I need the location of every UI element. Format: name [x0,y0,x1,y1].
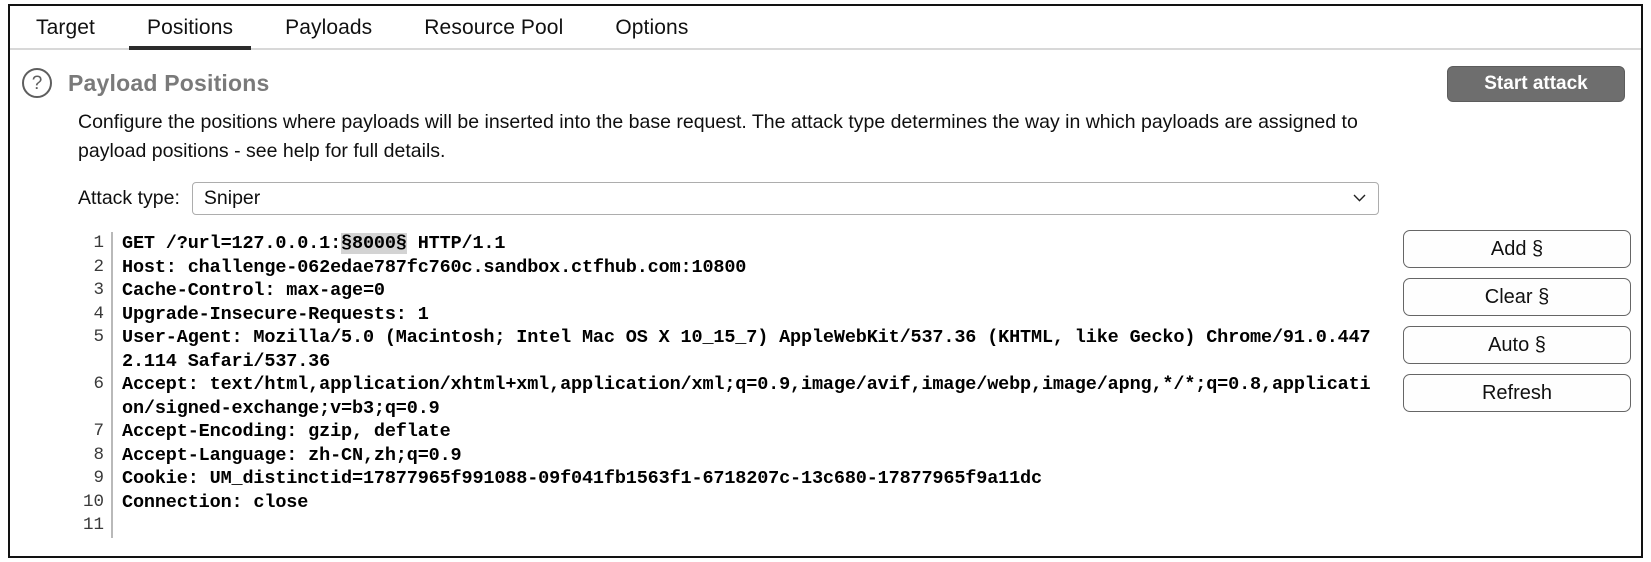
line-number: 3 [70,279,113,303]
refresh-button[interactable]: Refresh [1403,374,1631,412]
window-frame [8,4,1643,558]
attack-type-row: Attack type: Sniper [78,180,1379,216]
line-number: 1 [70,232,113,256]
request-lines-table: 1 GET /?url=127.0.0.1:§8000§ HTTP/1.1 2 Hos… [70,232,1379,538]
tab-label: Payloads [285,16,373,39]
line-number: 5 [70,326,113,373]
line-text[interactable]: Accept-Encoding: gzip, deflate [122,421,451,442]
section-header: ? Payload Positions Start attack [22,62,1631,104]
request-line: 2 Host: challenge-062edae787fc760c.sandbo… [70,255,1379,279]
line-number: 8 [70,443,113,467]
line-text[interactable]: Cookie: UM_distinctid=17877965f991088-09… [122,468,1042,489]
tab-payloads[interactable]: Payloads [259,16,398,50]
tab-label: Resource Pool [424,16,564,39]
line-number: 9 [70,467,113,491]
help-icon[interactable]: ? [22,68,52,98]
line-text[interactable]: Upgrade-Insecure-Requests: 1 [122,303,429,325]
attack-type-label: Attack type: [78,186,180,209]
request-line: 10 Connection: close [70,490,1379,514]
line-number: 7 [70,420,113,444]
payload-position-marker[interactable]: §8000§ [341,233,407,254]
line-text[interactable]: GET /?url=127.0.0.1:§8000§ HTTP/1.1 [122,233,506,254]
line-number: 4 [70,302,113,326]
line-text[interactable]: Accept-Language: zh-CN,zh;q=0.9 [122,444,462,466]
tab-target[interactable]: Target [10,16,121,50]
request-editor[interactable]: 1 GET /?url=127.0.0.1:§8000§ HTTP/1.1 2 Hos… [70,232,1379,550]
tab-label: Options [615,16,689,39]
request-line: 3 Cache-Control: max-age=0 [70,279,1379,303]
line-number: 11 [70,514,113,538]
tab-resource-pool[interactable]: Resource Pool [398,16,589,50]
positions-panel: ? Payload Positions Start attack Configu… [10,52,1641,556]
line-number: 6 [70,373,113,420]
line-text[interactable]: Connection: close [122,491,309,513]
chevron-down-icon [1353,194,1366,202]
line-text[interactable]: Cache-Control: max-age=0 [122,280,385,301]
tab-label: Positions [146,16,234,39]
request-line: 4 Upgrade-Insecure-Requests: 1 [70,302,1379,326]
page-title: Payload Positions [68,69,270,96]
line-text[interactable]: Accept: text/html,application/xhtml+xml,… [122,374,1371,419]
request-line: 8 Accept-Language: zh-CN,zh;q=0.9 [70,443,1379,467]
tab-label: Target [36,16,95,39]
tab-options[interactable]: Options [589,16,714,50]
clear-markers-button[interactable]: Clear § [1403,278,1631,316]
line-text[interactable]: Host: challenge-062edae787fc760c.sandbox… [122,256,747,278]
add-marker-button[interactable]: Add § [1403,230,1631,268]
position-actions: Add § Clear § Auto § Refresh [1403,230,1631,422]
tab-positions[interactable]: Positions [121,16,259,50]
tab-bar: Target Positions Payloads Resource Pool … [10,6,1641,50]
line-text[interactable]: User-Agent: Mozilla/5.0 (Macintosh; Inte… [122,327,1371,372]
line-number: 2 [70,255,113,279]
auto-markers-button[interactable]: Auto § [1403,326,1631,364]
request-line: 7 Accept-Encoding: gzip, deflate [70,420,1379,444]
attack-type-select[interactable]: Sniper [191,181,1379,215]
start-attack-button[interactable]: Start attack [1447,66,1625,102]
request-line: 1 GET /?url=127.0.0.1:§8000§ HTTP/1.1 [70,232,1379,256]
request-line: 9 Cookie: UM_distinctid=17877965f991088-0… [70,467,1379,491]
line-number: 10 [70,490,113,514]
line-text[interactable] [112,514,1379,538]
request-line: 11 [70,514,1379,538]
section-description: Configure the positions where payloads w… [78,111,1358,162]
attack-type-value: Sniper [203,186,261,209]
